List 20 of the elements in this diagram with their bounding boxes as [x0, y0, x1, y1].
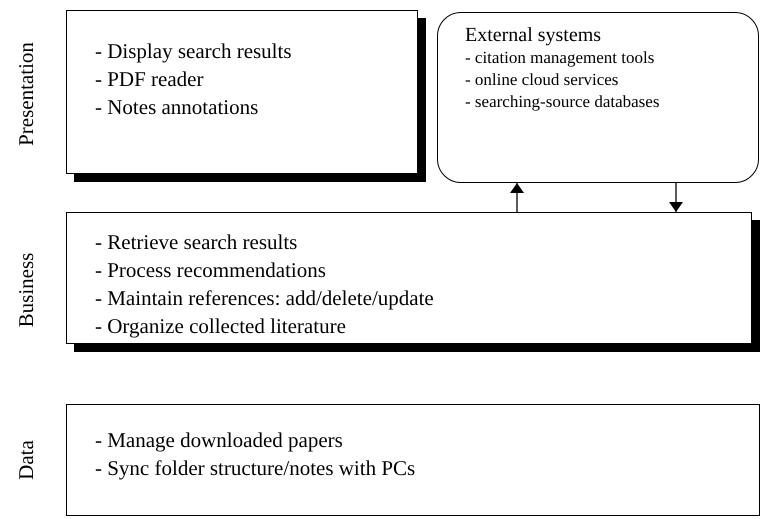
- bullet-item: - Process recommendations: [95, 257, 326, 284]
- arrow: [669, 183, 683, 212]
- box-heading: External systems: [465, 23, 602, 47]
- bullet-item: - Manage downloaded papers: [95, 427, 343, 454]
- bullet-item: - citation management tools: [465, 47, 654, 69]
- layer-label: Data: [14, 440, 38, 480]
- bullet-item: - searching-source databases: [465, 91, 660, 113]
- bullet-item: - Maintain references: add/delete/update: [95, 285, 434, 312]
- layer-label: Business: [14, 252, 38, 328]
- bullet-item: - PDF reader: [95, 66, 204, 93]
- bullet-item: - Sync folder structure/notes with PCs: [95, 455, 416, 482]
- layer-box: [66, 404, 760, 516]
- bullet-item: - Organize collected literature: [95, 313, 346, 340]
- bullet-item: - Display search results: [95, 38, 292, 65]
- bullet-item: - Notes annotations: [95, 94, 258, 121]
- layer-label: Presentation: [14, 42, 38, 146]
- arrow: [510, 183, 524, 212]
- bullet-item: - online cloud services: [465, 69, 618, 91]
- rounded-box: [437, 12, 759, 183]
- bullet-item: - Retrieve search results: [95, 229, 298, 256]
